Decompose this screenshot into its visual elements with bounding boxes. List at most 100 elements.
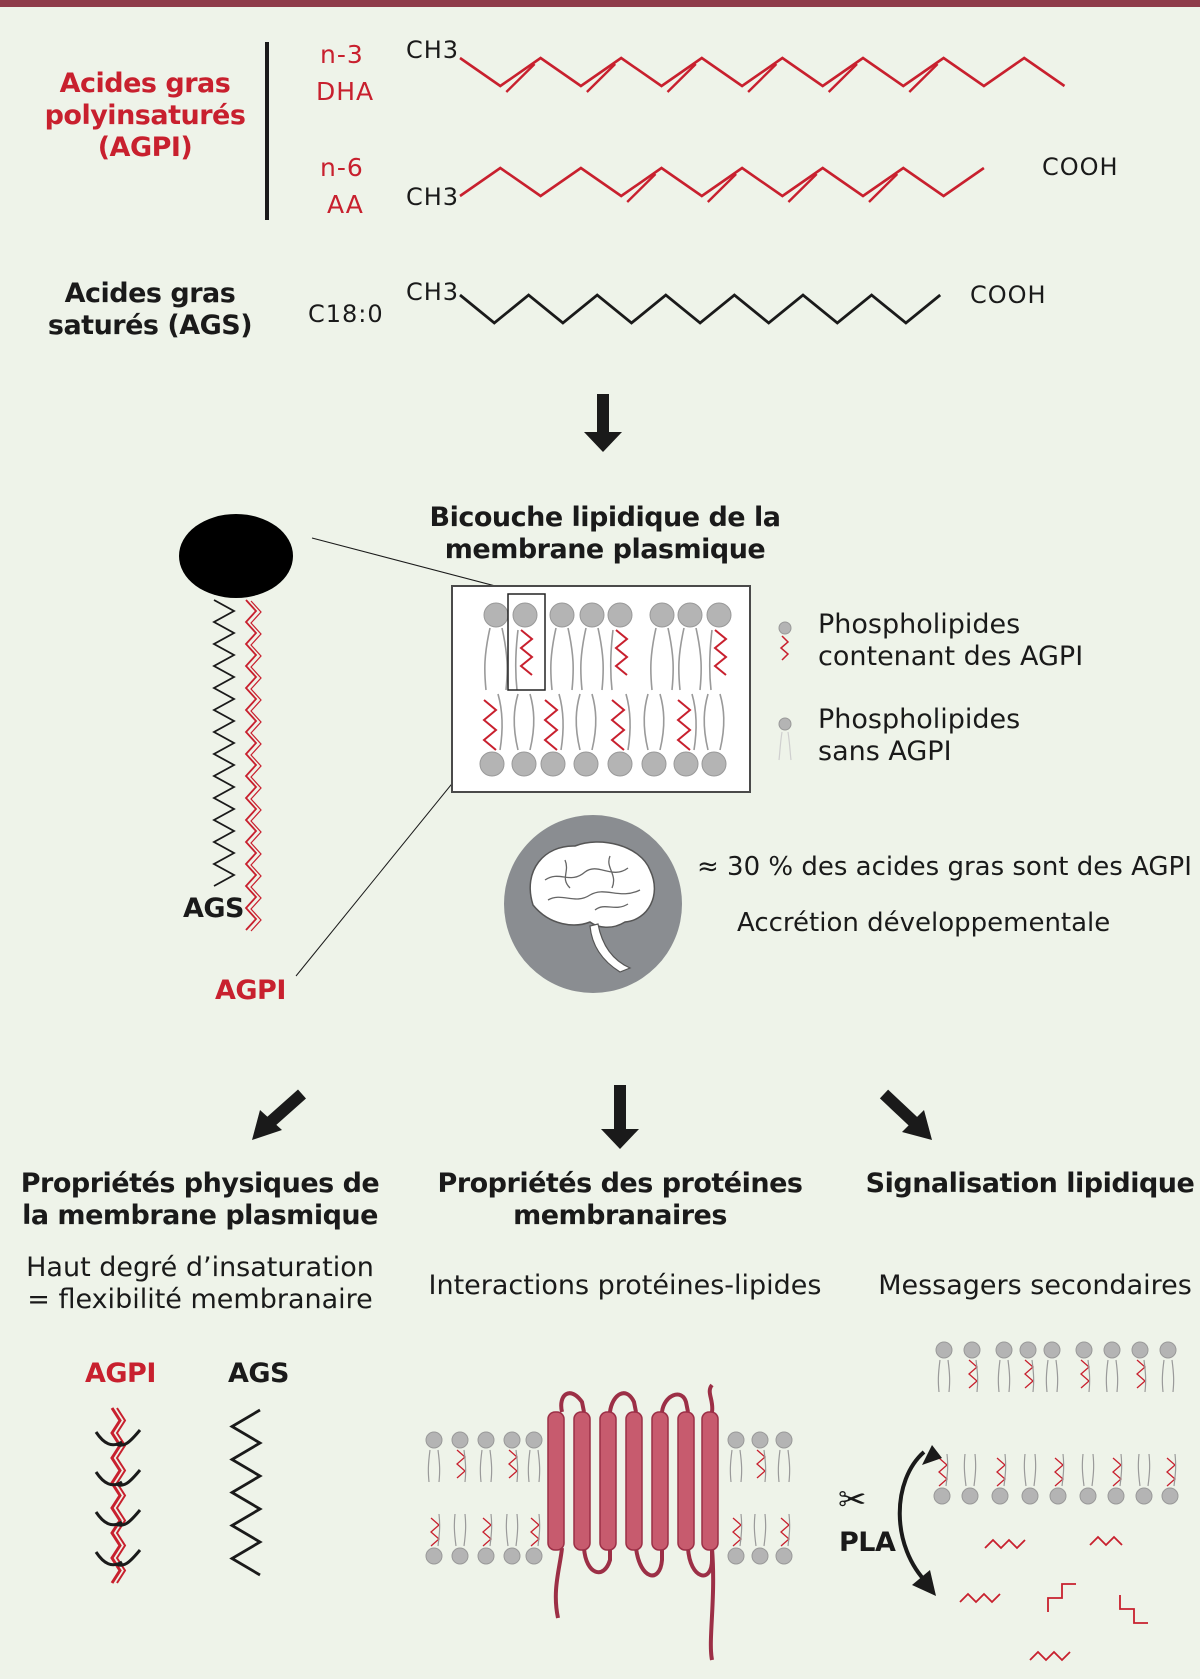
protein-helix [701, 1411, 719, 1551]
membrane-lipid-tail [437, 1513, 441, 1547]
outcome-signaling-title: Signalisation lipidique [865, 1168, 1195, 1199]
signal-lipid-head [1079, 1487, 1097, 1505]
ags-title: Acides gras saturés (AGS) [47, 278, 253, 341]
signal-lipid-head [1049, 1487, 1067, 1505]
protein-helix [651, 1411, 669, 1551]
phospholipid-head [573, 751, 599, 777]
pla-arrow [897, 1450, 930, 1586]
signal-lipid-head [1019, 1341, 1037, 1359]
ags-side-label: AGS [183, 893, 245, 924]
legend-head-agpi [778, 621, 792, 635]
signal-lipid-tail [1115, 1359, 1119, 1393]
zoom-line-top [311, 537, 527, 595]
saturated-tail [703, 693, 709, 751]
phospholipid-head [673, 751, 699, 777]
signal-lipid-head [963, 1341, 981, 1359]
membrane-lipid-tail [437, 1449, 441, 1483]
signal-lipid-head [1107, 1487, 1125, 1505]
membrane-lipid-head [525, 1547, 543, 1565]
pl-agpi-tail-double [250, 600, 262, 932]
arrow-left-head [252, 1110, 282, 1140]
signal-lipid-head [1161, 1487, 1179, 1505]
pla-label: PLA [839, 1527, 896, 1558]
legend-tail-agpi [779, 635, 790, 661]
membrane-lipid-tail [787, 1513, 791, 1547]
saturated-tail [497, 693, 503, 751]
saturated-tail [591, 693, 597, 751]
membrane-lipid-tail [479, 1449, 483, 1483]
signal-lipid-tail [1023, 1453, 1027, 1487]
phospholipid-head [649, 602, 675, 628]
membrane-lipid-tail [515, 1449, 519, 1483]
dha-double-bond [908, 63, 939, 93]
arrow-right [879, 1089, 923, 1131]
bottom-agpi-chain-double [115, 1407, 127, 1584]
saturated-tail [484, 627, 491, 691]
membrane-lipid-agpi-tail [732, 1517, 742, 1547]
signal-lipid-agpi-tail [1112, 1457, 1122, 1487]
agpi-tail [482, 699, 498, 751]
agpi-tail [713, 629, 728, 676]
agpi-tail [676, 699, 692, 751]
phospholipid-head [706, 602, 732, 628]
flex-arrow-right [115, 1429, 142, 1447]
flex-arrow-left [94, 1471, 123, 1487]
membrane-lipid-agpi-tail [780, 1517, 790, 1547]
bottom-agpi-chain [110, 1407, 122, 1584]
outcome-protein-desc: Interactions protéines-lipides [428, 1270, 822, 1301]
aa-double-bond [626, 173, 657, 203]
dha-double-bond [747, 63, 778, 93]
legend-with-agpi: Phospholipides contenant des AGPI [818, 609, 1084, 672]
legend-without-agpi: Phospholipides sans AGPI [818, 704, 1021, 767]
pl-head [179, 514, 293, 598]
released-fatty-acid [1047, 1583, 1076, 1612]
membrane-lipid-tail [427, 1449, 431, 1483]
flex-arrow-right [115, 1469, 142, 1487]
membrane-lipid-head [775, 1547, 793, 1565]
scissors-icon: ✂ [838, 1480, 867, 1520]
protein-loops [553, 1383, 716, 1661]
phospholipid-head [607, 751, 633, 777]
dha-label: DHA [316, 77, 375, 106]
released-fatty-acid [1089, 1535, 1123, 1547]
membrane-lipid-head [727, 1547, 745, 1565]
phospholipid-head [579, 602, 605, 628]
released-fatty-acid [1029, 1650, 1071, 1662]
signal-lipid-tail [1173, 1453, 1177, 1487]
dha-ch3-label: CH3 [406, 36, 460, 64]
membrane-lipid-tail [453, 1513, 457, 1547]
agpi-vertical-divider [265, 42, 269, 220]
membrane-lipid-head [503, 1431, 521, 1449]
c18-label: C18:0 [308, 300, 384, 328]
flex-arrow-right [115, 1509, 142, 1527]
saturated-tail [609, 629, 614, 691]
bottom-ags-chain [229, 1408, 263, 1577]
signal-lipid-head [1131, 1341, 1149, 1359]
ags-cooh-label: COOH [970, 281, 1047, 309]
signal-lipid-agpi-tail [1054, 1457, 1064, 1487]
signal-lipid-head [933, 1487, 951, 1505]
membrane-lipid-tail [515, 1513, 519, 1547]
membrane-lipid-tail [463, 1513, 467, 1547]
outcome-protein-title: Propriétés des protéines membranaires [437, 1168, 803, 1231]
saturated-tail [513, 693, 519, 751]
signal-lipid-head [991, 1487, 1009, 1505]
membrane-lipid-tail [463, 1449, 467, 1483]
arrow-down-main-head [584, 432, 622, 452]
n6-label: n-6 [320, 153, 364, 182]
saturated-tail [501, 627, 508, 691]
agpi-tail [543, 699, 559, 751]
dha-double-bond [586, 63, 617, 93]
dha-double-bond [505, 63, 536, 93]
membrane-lipid-tail [489, 1449, 493, 1483]
protein-helix [547, 1411, 565, 1551]
phospholipid-head [549, 602, 575, 628]
membrane-lipid-tail [537, 1513, 541, 1547]
signal-lipid-tail [1031, 1359, 1035, 1393]
saturated-tail [558, 693, 564, 751]
ags-ch3-label: CH3 [406, 278, 460, 306]
phospholipid-head [483, 602, 509, 628]
membrane-lipid-head [751, 1547, 769, 1565]
membrane-lipid-agpi-tail [430, 1517, 440, 1547]
protein-helix [573, 1411, 591, 1551]
